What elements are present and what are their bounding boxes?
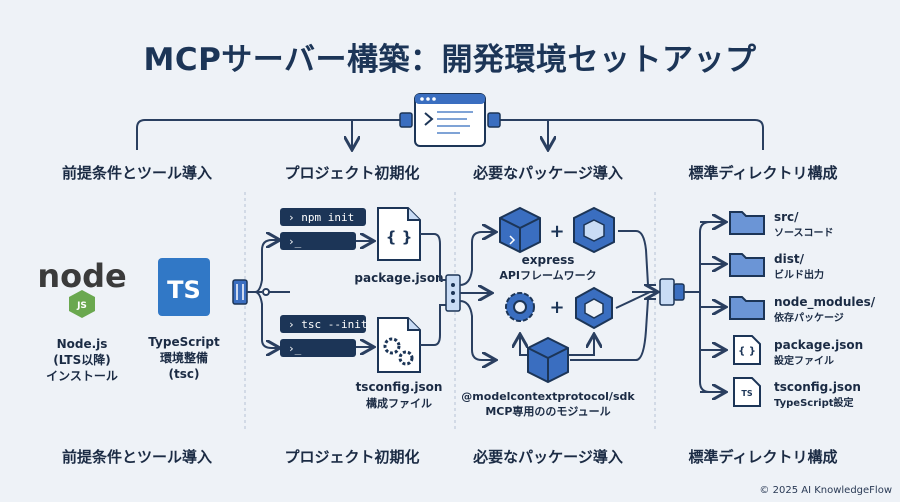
node-caption-3: インストール	[46, 369, 118, 383]
section-footer-dirs: 標準ディレクトリ構成	[689, 448, 838, 466]
tsc-init-prompt: ›_	[288, 342, 302, 355]
tsc-init-command: › tsc --init	[288, 318, 367, 331]
sdk-caption-2: MCP専用ののモジュール	[485, 404, 610, 418]
directory-name: tsconfig.json	[774, 380, 861, 394]
section-header-dirs: 標準ディレクトリ構成	[689, 164, 838, 182]
connector-plug-icon	[232, 279, 270, 305]
directory-name: package.json	[774, 338, 863, 352]
file-glyph: { }	[738, 346, 756, 357]
ts-logo-text: TS	[167, 276, 201, 304]
packages-branch-lines	[459, 232, 494, 360]
hex-module-icon	[575, 286, 613, 330]
directory-description: ビルド出力	[774, 268, 824, 281]
folder-icon	[729, 211, 765, 235]
express-cube-icon	[499, 206, 541, 254]
json-file-icon: { }	[733, 335, 761, 365]
connector-plug-icon-middle	[445, 274, 461, 312]
directory-item: node_modules/依存パッケージ	[729, 295, 876, 324]
tsconfig-caption-1: tsconfig.json	[356, 380, 443, 394]
browser-window-icon	[414, 93, 486, 147]
dirs-tree-lines	[684, 222, 724, 392]
section-footer-prereq: 前提条件とツール導入	[62, 448, 212, 466]
init-branch-lines	[254, 240, 290, 348]
terminal-tsc-init: › tsc --init ›_	[280, 315, 367, 357]
directory-item: dist/ビルド出力	[729, 252, 824, 281]
init-to-packages-lines	[420, 233, 446, 346]
node-logo-text: node	[37, 257, 126, 295]
npm-init-command: › npm init	[288, 211, 354, 224]
section-header-prereq: 前提条件とツール導入	[62, 164, 212, 182]
folder-icon	[729, 296, 765, 320]
terminal-npm-init: › npm init ›_	[280, 208, 366, 250]
section-dividers	[244, 192, 656, 430]
ts-file-icon: TS	[733, 377, 761, 407]
directory-name: src/	[774, 210, 799, 224]
ts-caption-2: 環境整備	[160, 350, 208, 365]
ts-caption-1: TypeScript	[148, 335, 220, 349]
express-caption-2: APIフレームワーク	[499, 269, 596, 282]
sdk-caption-1: @modelcontextprotocol/sdk	[461, 390, 635, 403]
directory-description: 依存パッケージ	[774, 311, 844, 324]
copyright-credit: © 2025 AI KnowledgeFlow	[759, 485, 892, 496]
package-json-glyph: { }	[386, 228, 413, 246]
ts-caption-3: (tsc)	[169, 367, 200, 381]
folder-icon	[729, 253, 765, 277]
sdk-arrows	[520, 336, 594, 356]
directory-description: TypeScript設定	[774, 396, 854, 409]
directory-description: 設定ファイル	[774, 354, 834, 367]
directory-description: ソースコード	[774, 227, 834, 239]
top-connector	[136, 119, 764, 150]
page-title: MCPサーバー構築：開発環境セットアップ	[143, 42, 757, 78]
typescript-logo: TS	[158, 258, 210, 316]
section-footer-init: プロジェクト初期化	[284, 448, 419, 466]
node-caption-1: Node.js	[57, 337, 108, 351]
package-json-file-icon: { }	[377, 207, 421, 261]
file-glyph: TS	[741, 389, 752, 398]
section-header-init: プロジェクト初期化	[284, 164, 419, 182]
tsconfig-file-icon	[377, 317, 421, 373]
plus-sign-1: +	[549, 221, 564, 242]
node-caption-2: (LTS以降)	[53, 352, 110, 367]
directory-item: src/ソースコード	[729, 210, 834, 239]
express-caption-1: express	[522, 253, 575, 267]
npm-init-prompt: ›_	[288, 235, 302, 248]
sdk-package-box-icon	[527, 336, 569, 384]
connector-plug-icon-right	[659, 278, 685, 306]
module-cube-icon	[573, 206, 615, 254]
plug-icon	[399, 112, 501, 128]
packages-to-dirs-lines	[570, 230, 656, 361]
tsconfig-caption-2: 構成ファイル	[366, 396, 432, 410]
plus-sign-2: +	[549, 297, 564, 318]
gear-icon	[505, 292, 535, 322]
directory-name: dist/	[774, 252, 805, 266]
nodejs-logo: node JS	[37, 257, 127, 318]
package-json-caption: package.json	[354, 271, 443, 285]
directory-item: { } package.json 設定ファイル	[733, 335, 863, 367]
node-js-badge: JS	[76, 301, 87, 311]
directory-name: node_modules/	[774, 295, 876, 310]
section-header-packages: 必要なパッケージ導入	[472, 164, 623, 182]
directory-list: src/ソースコード dist/ビルド出力 node_modules/依存パッケージ…	[729, 210, 876, 409]
section-footer-packages: 必要なパッケージ導入	[472, 448, 623, 466]
